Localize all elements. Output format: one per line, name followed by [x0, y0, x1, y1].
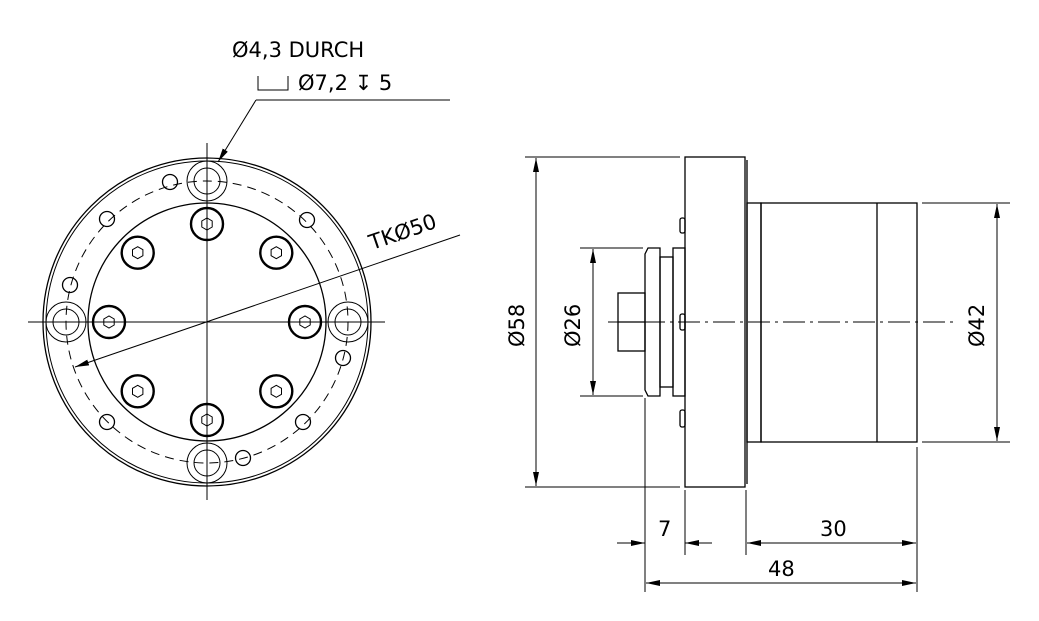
counterbore-hole [45, 301, 87, 343]
dim-shaft-diameter: Ø26 [561, 304, 585, 347]
counterbore-hole [327, 301, 369, 343]
screw-head [679, 409, 686, 428]
pin-holes [61, 173, 352, 467]
screw-head [189, 206, 225, 242]
hex-socket-screws [91, 206, 323, 438]
dim-total-length: 48 [768, 557, 795, 581]
through-hole [52, 308, 80, 336]
pin-hole [98, 210, 116, 228]
pin-hole [294, 413, 312, 431]
screw-head [120, 235, 155, 270]
pin-hole [234, 449, 252, 467]
hex-socket-icon [270, 384, 282, 398]
hex-socket-icon [132, 384, 144, 398]
counterbore-hole [186, 160, 228, 202]
screw-head [189, 402, 225, 438]
callout-counterbore: Ø7,2 ↧ 5 [298, 71, 392, 95]
through-hole [193, 449, 221, 477]
hex-socket-icon [270, 246, 282, 260]
shaft-disc [644, 247, 661, 397]
dim-flange-diameter: Ø58 [505, 304, 529, 347]
pin-hole [298, 211, 316, 229]
neck [746, 202, 762, 443]
through-hole [193, 167, 221, 195]
pin-hole [161, 173, 179, 191]
side-view: Ø58 Ø26 Ø42 7 30 48 [505, 156, 1010, 592]
screw-head [259, 235, 294, 270]
through-hole [334, 308, 362, 336]
counterbore-hole [186, 442, 228, 484]
hex-socket-icon [103, 315, 115, 329]
screw-head [287, 304, 323, 340]
counterbore-icon [257, 76, 289, 91]
dim-shaft-length: 7 [658, 517, 671, 541]
callout-through-hole: Ø4,3 DURCH [232, 38, 364, 62]
front-view: TKØ50 Ø4,3 DURCH Ø7,2 ↧ 5 [28, 38, 461, 500]
screw-head [679, 217, 686, 234]
mounting-holes [45, 160, 369, 484]
body [760, 202, 918, 443]
pin-hole [98, 413, 116, 431]
callout-leader [217, 99, 257, 163]
hex-socket-icon [132, 246, 144, 260]
hex-socket-icon [299, 315, 311, 329]
dim-body-diameter: Ø42 [965, 304, 989, 347]
hex-socket-icon [201, 413, 213, 427]
screw-head [120, 374, 155, 409]
hex-socket-icon [201, 217, 213, 231]
pin-hole [334, 349, 352, 367]
screw-head [259, 374, 294, 409]
pin-hole [61, 276, 79, 294]
bolt-circle-label: TKØ50 [365, 209, 440, 255]
dim-body-length: 30 [820, 517, 847, 541]
bolt-circle-dimension-line [74, 234, 461, 368]
screw-head [91, 304, 127, 340]
